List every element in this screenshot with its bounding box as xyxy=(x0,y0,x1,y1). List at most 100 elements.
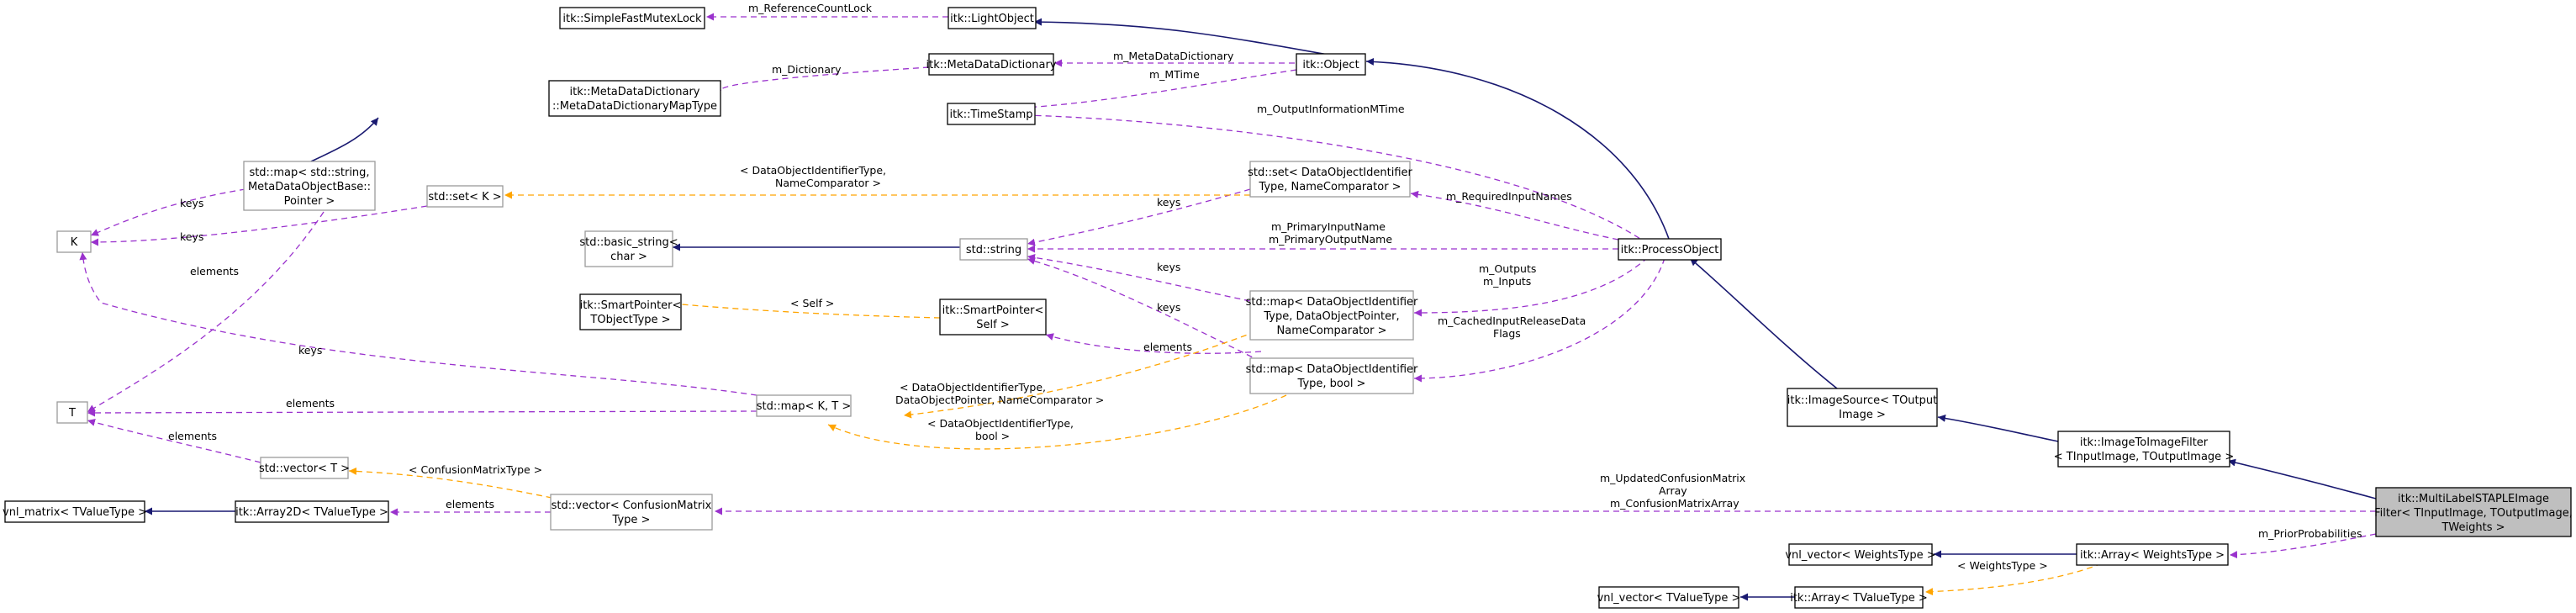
edge-usage-output-information-mtime xyxy=(995,110,1649,245)
node-label-line-2: MetaDataObjectBase:: xyxy=(248,181,371,193)
label-reference-count-lock: m_ReferenceCountLock xyxy=(748,2,873,14)
edge-template-weights xyxy=(1924,563,2103,596)
label-set-dataobject-template-2: NameComparator > xyxy=(775,177,881,189)
edge-usage-outputs-inputs xyxy=(1413,256,1649,317)
edge-usage-keys-map-bool xyxy=(1027,257,1262,362)
node-smart-pointer-self[interactable]: itk::SmartPointer< Self > xyxy=(939,299,1047,336)
node-std-map-string-metadata[interactable]: std::map< std::string, MetaDataObjectBas… xyxy=(243,161,376,211)
node-label-line-1: itk::SmartPointer< xyxy=(580,299,682,312)
node-meta-data-dictionary[interactable]: itk::MetaDataDictionary xyxy=(926,53,1057,76)
label-prior-probabilities: m_PriorProbabilities xyxy=(2258,527,2362,540)
edge-usage-elements-smart-self xyxy=(1045,333,1262,354)
node-label: std::string xyxy=(966,244,1021,256)
node-label: vnl_vector< WeightsType > xyxy=(1785,549,1935,562)
node-label-line-2: Type, bool > xyxy=(1297,378,1366,390)
edge-usage-elements-map-k-t xyxy=(87,409,757,417)
node-label-line-1: itk::SmartPointer< xyxy=(942,304,1044,317)
node-label: T xyxy=(68,407,76,420)
node-std-vector-confusion[interactable]: std::vector< ConfusionMatrix Type > xyxy=(550,494,713,531)
node-label-line-1: std::map< DataObjectIdentifier xyxy=(1246,296,1418,309)
node-label-line-1: std::map< DataObjectIdentifier xyxy=(1246,363,1418,376)
node-image-source[interactable]: itk::ImageSource< TOutput Image > xyxy=(1787,388,1938,427)
edge-labels: m_ReferenceCountLock m_Dictionary m_Meta… xyxy=(168,2,2362,572)
node-smart-pointer-tobject[interactable]: itk::SmartPointer< TObjectType > xyxy=(579,293,682,330)
label-keys-map-bool: keys xyxy=(1157,301,1180,314)
label-keys-map-string: keys xyxy=(180,197,203,209)
label-map-pointer-template-2: DataObjectPointer, NameComparator > xyxy=(895,394,1104,406)
node-light-object[interactable]: itk::LightObject xyxy=(948,7,1037,29)
label-confusion-matrix-3: m_ConfusionMatrixArray xyxy=(1610,497,1739,510)
label-keys-map-pointer: keys xyxy=(1157,261,1180,273)
node-vnl-vector-weights[interactable]: vnl_vector< WeightsType > xyxy=(1785,543,1936,566)
label-required-input-names: m_RequiredInputNames xyxy=(1446,190,1572,203)
label-elements-map-string: elements xyxy=(190,265,239,277)
node-label: std::set< K > xyxy=(428,191,501,203)
node-label-line-3: Pointer > xyxy=(284,195,335,208)
node-label-line-1: std::vector< ConfusionMatrix xyxy=(552,499,712,512)
node-simple-fast-mutex-lock[interactable]: itk::SimpleFastMutexLock xyxy=(559,7,705,29)
node-label-line-2: Type, NameComparator > xyxy=(1258,181,1401,193)
node-std-set-dataobject[interactable]: std::set< DataObjectIdentifier Type, Nam… xyxy=(1248,161,1413,198)
edge-usage-keys-set-k xyxy=(90,205,428,246)
node-label-line-1: itk::ImageToImageFilter xyxy=(2080,436,2209,449)
node-label: itk::SimpleFastMutexLock xyxy=(562,13,702,25)
label-confusion-template: < ConfusionMatrixType > xyxy=(409,463,542,476)
edge-inherit-imagetoimage-imagesource xyxy=(1937,415,2059,442)
node-array2d[interactable]: itk::Array2D< TValueType > xyxy=(235,500,389,523)
node-std-map-dataobject-bool[interactable]: std::map< DataObjectIdentifier Type, boo… xyxy=(1246,357,1418,394)
label-keys-set-k: keys xyxy=(180,230,203,243)
edge-inherit-multilabel-imagetoimage xyxy=(2227,458,2377,499)
node-label: vnl_vector< TValueType > xyxy=(1597,592,1741,605)
node-label-line-1: std::map< std::string, xyxy=(249,166,369,179)
node-std-basic-string[interactable]: std::basic_string< char > xyxy=(579,230,678,267)
edge-usage-prior-probabilities xyxy=(2229,533,2377,559)
node-label: std::map< K, T > xyxy=(757,400,852,413)
node-label-line-2: char > xyxy=(610,251,647,263)
node-vnl-matrix[interactable]: vnl_matrix< TValueType > xyxy=(3,500,147,523)
edge-usage-cached-input xyxy=(1413,257,1665,383)
node-multi-label-staple[interactable]: itk::MultiLabelSTAPLEImage Filter< TInpu… xyxy=(2374,487,2573,537)
node-array-weights[interactable]: itk::Array< WeightsType > xyxy=(2076,543,2229,566)
node-std-map-k-t[interactable]: std::map< K, T > xyxy=(756,394,852,417)
label-elements-map-k-t: elements xyxy=(286,397,335,410)
label-weights-template: < WeightsType > xyxy=(1957,559,2048,572)
node-label-line-2: TObjectType > xyxy=(589,314,670,326)
edge-usage-mtime xyxy=(995,69,1297,114)
node-label: itk::Object xyxy=(1302,59,1359,71)
label-dictionary: m_Dictionary xyxy=(772,63,842,76)
node-std-string[interactable]: std::string xyxy=(959,238,1028,261)
node-object[interactable]: itk::Object xyxy=(1296,53,1366,76)
node-std-vector-t[interactable]: std::vector< T > xyxy=(259,457,350,479)
label-outputs-inputs-2: m_Inputs xyxy=(1483,275,1531,288)
node-label: itk::ProcessObject xyxy=(1621,244,1719,256)
node-image-to-image-filter[interactable]: itk::ImageToImageFilter < TInputImage, T… xyxy=(2054,431,2234,468)
node-std-set-k[interactable]: std::set< K > xyxy=(426,185,504,208)
nodes: itk::SimpleFastMutexLock itk::LightObjec… xyxy=(3,7,2573,609)
edge-usage-elements-map-string xyxy=(87,211,325,413)
node-label-line-2: Self > xyxy=(976,319,1009,331)
node-label: std::vector< T > xyxy=(259,462,350,475)
label-map-bool-template-2: bool > xyxy=(975,430,1010,442)
node-meta-data-dictionary-map-type[interactable]: itk::MetaDataDictionary ::MetaDataDictio… xyxy=(548,80,721,117)
node-vnl-vector-tvalue[interactable]: vnl_vector< TValueType > xyxy=(1597,586,1741,609)
node-label-line-2: Image > xyxy=(1839,409,1886,421)
node-label-line-1: itk::MetaDataDictionary xyxy=(570,86,700,98)
node-array-tvalue[interactable]: itk::Array< TValueType > xyxy=(1790,586,1928,609)
node-label: itk::Array2D< TValueType > xyxy=(235,506,388,519)
node-time-stamp[interactable]: itk::TimeStamp xyxy=(947,103,1036,125)
label-elements-vector-confusion: elements xyxy=(446,498,494,510)
node-t[interactable]: T xyxy=(56,401,88,424)
node-label-line-3: NameComparator > xyxy=(1277,325,1387,337)
node-k[interactable]: K xyxy=(56,230,92,253)
label-cached-input-1: m_CachedInputReleaseData xyxy=(1438,314,1586,327)
label-mtime: m_MTime xyxy=(1149,68,1200,81)
label-elements-vector-t: elements xyxy=(168,430,217,442)
node-process-object[interactable]: itk::ProcessObject xyxy=(1618,238,1722,261)
label-output-information-mtime: m_OutputInformationMTime xyxy=(1257,103,1405,115)
label-elements-smart-self: elements xyxy=(1143,341,1192,353)
node-std-map-dataobject-pointer[interactable]: std::map< DataObjectIdentifier Type, Dat… xyxy=(1246,290,1418,341)
label-primary-names-2: m_PrimaryOutputName xyxy=(1269,233,1392,246)
label-self-template: < Self > xyxy=(790,297,834,309)
node-label-line-1: itk::MultiLabelSTAPLEImage xyxy=(2398,493,2549,505)
node-label: itk::TimeStamp xyxy=(949,108,1032,121)
